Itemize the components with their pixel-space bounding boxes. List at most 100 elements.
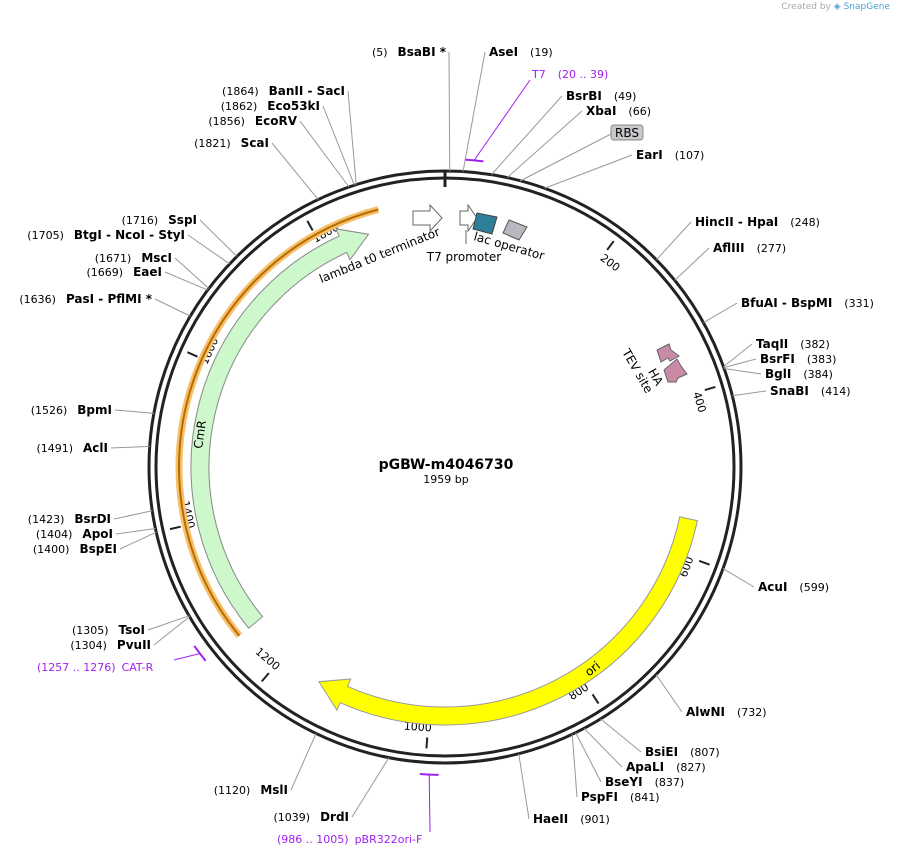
site-btgi-ncoi-styi[interactable]: (1705)BtgI - NcoI - StyI [27,228,230,265]
site-name: BfuAI - BspMI [741,296,832,310]
site-bsabi[interactable]: (5)BsaBI * [372,45,451,172]
t7-promoter-label: T7 promoter [426,250,502,264]
site-alwni[interactable]: AlwNI(732) [655,674,767,719]
site-pvuii[interactable]: (1304)PvuII [70,616,190,652]
cmr-feature[interactable] [190,228,370,629]
site-name: BglI [765,367,791,381]
primer-pbr322ori-f-label[interactable]: (986 .. 1005)pBR322ori-F [277,833,422,846]
site-position: (827) [676,761,706,774]
site-tsoi[interactable]: (1305)TsoI [72,615,190,637]
site-bsrbi[interactable]: BsrBI(49) [490,89,636,175]
site-position: (1716) [122,214,159,227]
primer-pbr322ori-f-arc[interactable] [419,772,439,776]
site-drdi[interactable]: (1039)DrdI [273,757,390,824]
site-name: HaeII [533,812,568,826]
site-label: BsiEI(807) [645,745,720,759]
site-label: XbaI(66) [586,104,651,118]
site-bspei[interactable]: (1400)BspEI [33,531,157,556]
site-name: SnaBI [770,384,809,398]
site-msli[interactable]: (1120)MslI [214,733,317,797]
site-ecorv[interactable]: (1856)EcoRV [208,114,350,188]
site-name: AcuI [758,580,787,594]
site-position: (901) [580,813,610,826]
site-bfuai-bspmi[interactable]: BfuAI - BspMI(331) [703,296,874,324]
site-leader [113,510,153,520]
site-label: AflIII(277) [713,241,786,255]
site-taqii[interactable]: TaqII (382) [723,337,830,368]
site-leader [119,531,157,550]
tick-1400 [169,525,181,531]
site-position: (248) [790,216,820,229]
lac-operator-box[interactable] [472,212,498,235]
site-apali[interactable]: ApaLI(827) [583,727,706,774]
primer-cat-r-label[interactable]: (1257 .. 1276)CAT-R [37,661,154,674]
site-position: (382) [800,338,830,351]
primer-cat-r-arc[interactable] [193,645,207,662]
site-label: ApaLI(827) [626,760,706,774]
site-bpmi[interactable]: (1526)BpmI [31,403,154,417]
rbs-box[interactable] [502,219,528,241]
site-banii-saci[interactable]: (1864)BanII - SacI [222,84,357,185]
primer-t7-label[interactable]: T7(20 .. 39) [531,68,608,81]
tick-label: 400 [690,390,708,414]
site-name: TaqII [756,337,788,351]
primer-range: (20 .. 39) [558,68,609,81]
ori-feature[interactable] [318,516,698,726]
primer-name: CAT-R [122,661,154,674]
plasmid-name: pGBW-m4046730 [379,457,514,473]
site-name: EarI [636,148,663,162]
rbs-tag[interactable]: RBS [610,124,644,141]
site-hincii-hpai[interactable]: HincII - HpaI(248) [656,215,820,261]
site-xbai[interactable]: XbaI(66) [506,104,651,178]
site-pspfi[interactable]: PspFI(841) [571,734,660,804]
site-sspi[interactable]: (1716) SspI [122,213,238,257]
site-position: (1705) [27,229,64,242]
site-acli[interactable]: (1491)AclI [36,441,150,455]
site-bseyi[interactable]: BseYI(837) [575,732,685,789]
site-position: (1400) [33,543,70,556]
site-bsiei[interactable]: BsiEI(807) [600,718,720,759]
site-msci[interactable]: (1671)MscI [95,251,210,289]
site-scai[interactable]: (1821)ScaI [194,136,319,200]
site-name: XbaI [586,104,616,118]
watermark-prefix: Created by [781,2,831,12]
site-position: (1636) [19,293,56,306]
site-bsrdi[interactable]: (1423)BsrDI [28,510,153,526]
site-position: (1856) [208,115,245,128]
site-bgli[interactable]: BglI(384) [724,367,833,381]
snapgene-watermark: Created by ◈ SnapGene [781,2,890,12]
site-snabi[interactable]: SnaBI(414) [732,384,851,398]
site-position: (1669) [87,266,124,279]
site-bsrfi[interactable]: BsrFI(383) [723,352,837,369]
site-leader [147,615,190,631]
primer-name: pBR322ori-F [355,833,423,846]
site-eaei[interactable]: (1669) EaeI [87,265,208,291]
site-label: (1705)BtgI - NcoI - StyI [27,228,185,242]
site-name: BanII - SacI [269,84,345,98]
site-pasi-pflmi[interactable]: (1636)PasI - PflMI * [19,292,191,317]
site-name: BsrFI [760,352,795,366]
site-leader [187,234,230,265]
site-position: (19) [530,46,553,59]
site-label: AlwNI(732) [686,705,767,719]
site-afliii[interactable]: AflIII(277) [674,241,786,281]
site-label: BsrBI(49) [566,89,636,103]
tick-1600 [187,351,198,358]
site-name: EaeI [133,265,162,279]
site-leader [655,674,683,713]
site-eco53ki[interactable]: (1862)Eco53kI [221,99,355,186]
tick-1000 [425,737,429,749]
site-haeii[interactable]: HaeII (901) [518,753,610,826]
ha-arrow[interactable] [656,343,680,363]
site-asei[interactable]: AseI(19) [462,45,553,172]
site-label: AseI(19) [489,45,553,59]
site-apoi[interactable]: (1404)ApoI [36,527,156,541]
site-acui[interactable]: AcuI(599) [722,568,829,594]
t7-promoter-arrow[interactable] [459,203,478,233]
site-eari[interactable]: EarI(107) [544,148,705,189]
site-name: SspI [168,213,197,227]
site-leader [600,718,642,753]
lambda-t0-terminator-arrow[interactable] [412,203,443,233]
site-label: (1404)ApoI [36,527,113,541]
tev-site-arrow[interactable] [663,358,688,383]
